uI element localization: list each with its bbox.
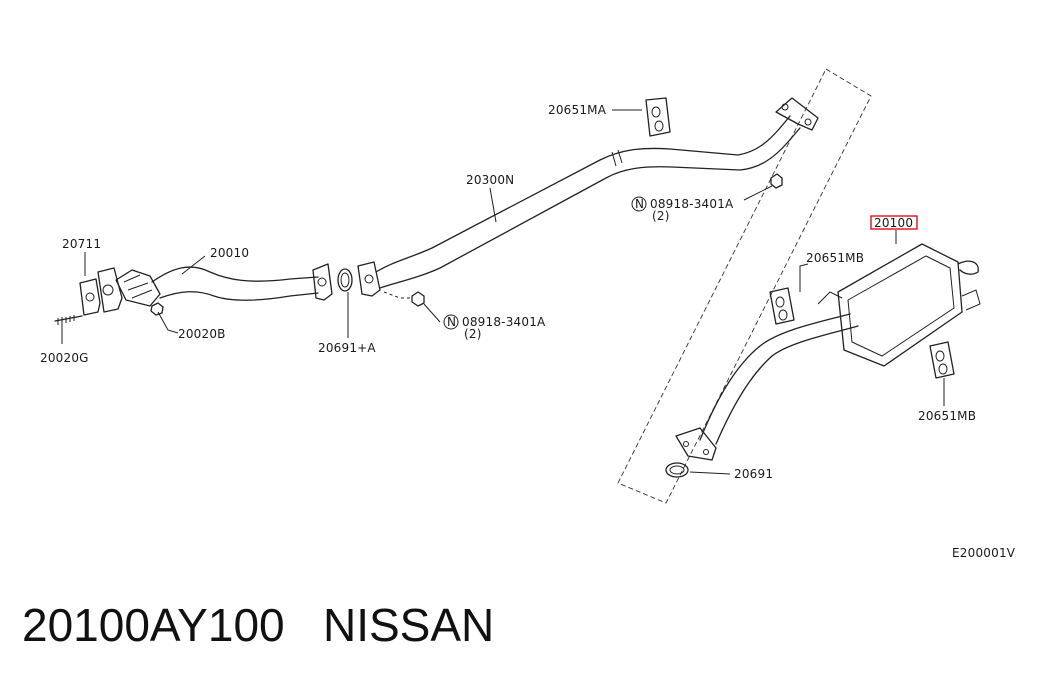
nut-marker-lower: N (447, 315, 456, 329)
rubber-hanger-20651mb-lower[interactable] (929, 341, 955, 379)
callout-08918-upper-qty: (2) (652, 209, 670, 223)
flange-nut-lower[interactable] (383, 291, 425, 307)
callout-08918-lower-qty: (2) (464, 327, 482, 341)
callout-20651ma: 20651MA (548, 103, 607, 117)
callout-20651mb-lower: 20651MB (918, 409, 976, 423)
callout-20651mb-upper: 20651MB (806, 251, 864, 265)
callout-08918-upper: N 08918-3401A (2) (631, 196, 734, 223)
callout-20010: 20010 (210, 246, 249, 260)
gasket-20711[interactable] (79, 278, 101, 316)
rubber-hanger-20651mb-upper[interactable] (769, 287, 795, 325)
rear-muffler-20100[interactable] (675, 243, 981, 461)
part-footer: 20100AY100 NISSAN (22, 598, 494, 652)
callout-20691a: 20691+A (318, 341, 376, 355)
nut-20020b[interactable] (150, 302, 164, 316)
front-flange (97, 267, 123, 313)
callout-20020g: 20020G (40, 351, 89, 365)
callout-20300n: 20300N (466, 173, 514, 187)
callout-08918-lower-text: 08918-3401A (462, 315, 546, 329)
callout-08918-upper-text: 08918-3401A (650, 197, 734, 211)
figure-code: E200001V (952, 546, 1016, 560)
catalytic-converter-20010[interactable] (115, 266, 319, 307)
callout-20020b: 20020B (178, 327, 226, 341)
center-pipe-20300n[interactable] (375, 97, 819, 289)
part-number: 20100AY100 (22, 599, 285, 651)
callout-20100: 20100 (874, 216, 913, 230)
flange-center-joint (357, 261, 381, 297)
callout-08918-lower: N 08918-3401A (2) (443, 314, 546, 341)
gasket-20691[interactable] (665, 462, 689, 478)
leader-lines (61, 109, 945, 475)
flange-front-joint (312, 263, 333, 301)
callout-20711: 20711 (62, 237, 101, 251)
nut-marker-upper: N (635, 197, 644, 211)
flange-nut-upper[interactable] (770, 173, 783, 189)
rubber-hanger-20651ma[interactable] (645, 97, 671, 137)
callout-20100-highlighted[interactable]: 20100 (870, 215, 918, 230)
muffler-group-boundary (617, 68, 872, 504)
callout-20691: 20691 (734, 467, 773, 481)
gasket-20691a[interactable] (337, 268, 353, 292)
brand-name: NISSAN (322, 599, 495, 651)
stud-bolt-20020g[interactable] (54, 315, 83, 325)
